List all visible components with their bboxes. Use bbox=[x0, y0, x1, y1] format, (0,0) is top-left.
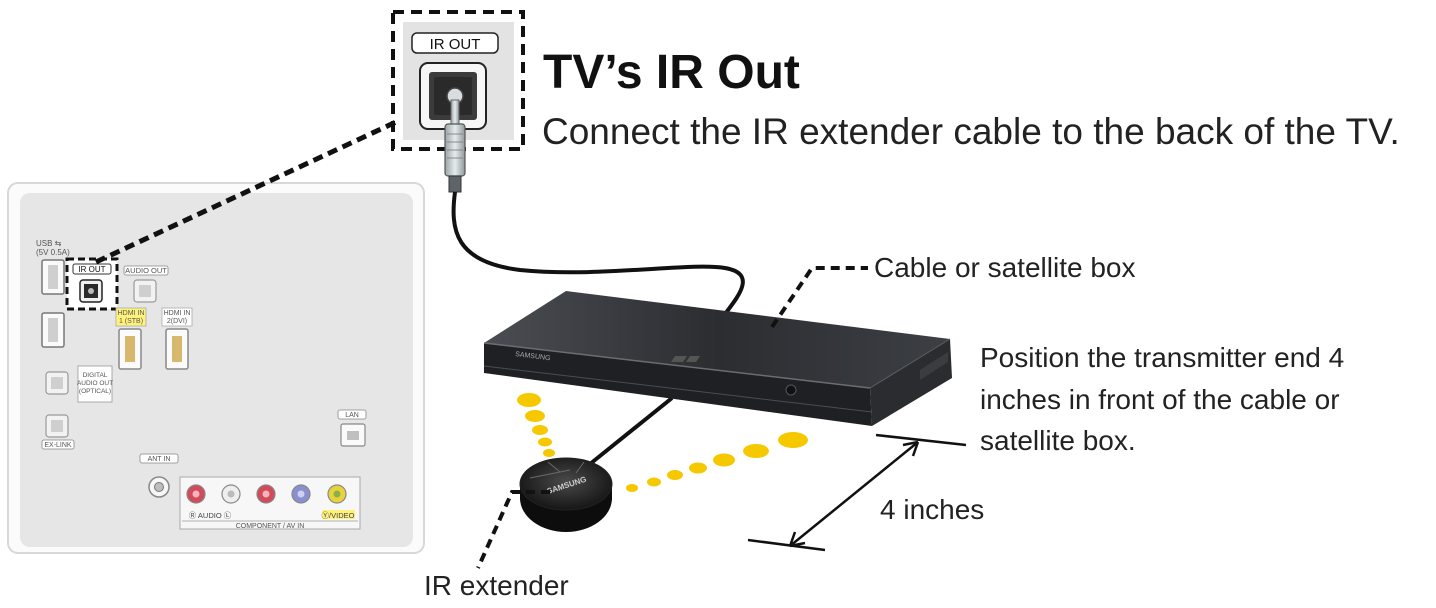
av-video-label: Ⓨ/VIDEO bbox=[322, 511, 355, 520]
audio-out-label: AUDIO OUT bbox=[125, 266, 167, 275]
ir-extender-label: IR extender bbox=[424, 570, 569, 601]
ant-in-label: ANT IN bbox=[148, 456, 171, 463]
usb-spec-label: (5V 0.5A) bbox=[36, 248, 70, 257]
hdmi2-sub-label: 2(DVI) bbox=[167, 318, 187, 325]
page-title: TV’s IR Out bbox=[543, 46, 800, 99]
digital-label: DIGITAL bbox=[83, 372, 108, 379]
distance-label: 4 inches bbox=[880, 494, 984, 525]
digital-label-3: (OPTICAL) bbox=[79, 388, 111, 395]
antenna-port bbox=[148, 476, 170, 498]
ir-extender-device: SAMSUNG bbox=[519, 457, 613, 532]
zoom-port-label: IR OUT bbox=[430, 36, 481, 53]
hdmi1-label: HDMI IN bbox=[118, 310, 145, 317]
position-instruction-line2: inches in front of the cable or bbox=[980, 384, 1340, 415]
ir-extender-cable bbox=[451, 191, 745, 320]
ir-cable-plug bbox=[444, 87, 466, 193]
ex-link-label: EX-LINK bbox=[44, 442, 72, 449]
zoom-leader-line bbox=[94, 119, 398, 265]
position-instruction-line1: Position the transmitter end 4 bbox=[980, 342, 1344, 373]
ir-out-small-label: IR OUT bbox=[78, 265, 105, 274]
page-subtitle: Connect the IR extender cable to the bac… bbox=[542, 111, 1400, 152]
ir-signal-dots-right bbox=[626, 432, 808, 492]
cable-box-label: Cable or satellite box bbox=[874, 252, 1135, 283]
digital-label-2: AUDIO OUT bbox=[77, 380, 113, 387]
tv-back-panel: USB ⇆ (5V 0.5A) IR OUT AUDIO OUT HDMI IN… bbox=[7, 182, 425, 554]
position-instruction-line3: satellite box. bbox=[980, 425, 1136, 456]
av-audio-label: Ⓡ AUDIO Ⓛ bbox=[189, 511, 232, 520]
extender-callout-line bbox=[476, 490, 550, 569]
box-brand: SAMSUNG bbox=[515, 351, 551, 362]
component-label: COMPONENT / AV IN bbox=[236, 523, 305, 530]
hdmi2-label: HDMI IN bbox=[164, 310, 191, 317]
ir-out-port-small: IR OUT bbox=[65, 257, 119, 311]
component-av-in: Ⓡ AUDIO Ⓛ Ⓨ/VIDEO COMPONENT / AV IN bbox=[179, 476, 361, 530]
ir-signal-dots-left bbox=[517, 393, 555, 457]
distance-dimension bbox=[747, 433, 967, 552]
ir-extender-cable-lower bbox=[583, 396, 674, 470]
lan-label: LAN bbox=[345, 412, 359, 419]
cable-satellite-box: SAMSUNG bbox=[483, 291, 952, 426]
usb-label: USB ⇆ bbox=[36, 239, 62, 248]
hdmi1-sub-label: 1 (STB) bbox=[119, 318, 143, 325]
box-callout-line bbox=[770, 266, 868, 329]
